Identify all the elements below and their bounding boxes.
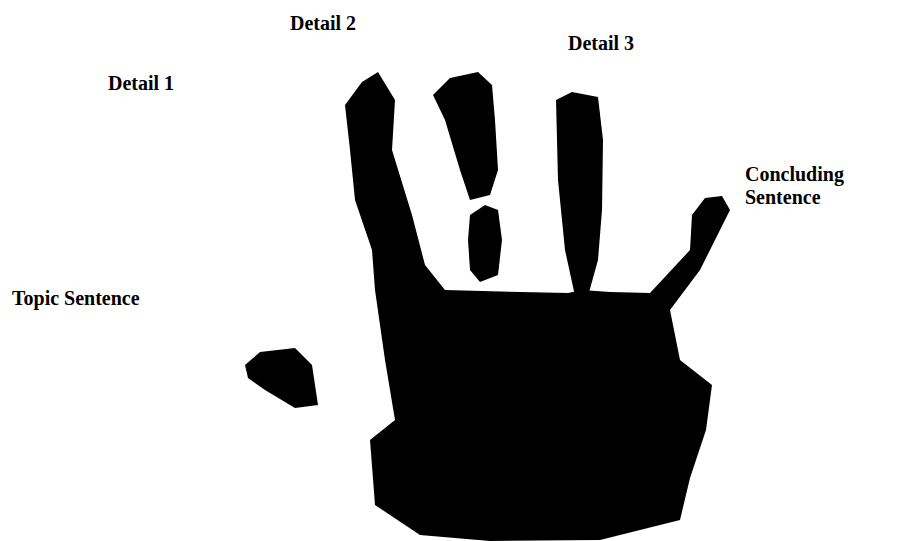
detail-label: Detail 2 <box>290 12 430 35</box>
detail-label: Detail 1 <box>108 72 248 95</box>
concluding-label: Concluding Sentence <box>745 163 880 209</box>
topic-label: Topic Sentence <box>12 287 212 310</box>
detail-label: Detail 3 <box>568 32 708 55</box>
